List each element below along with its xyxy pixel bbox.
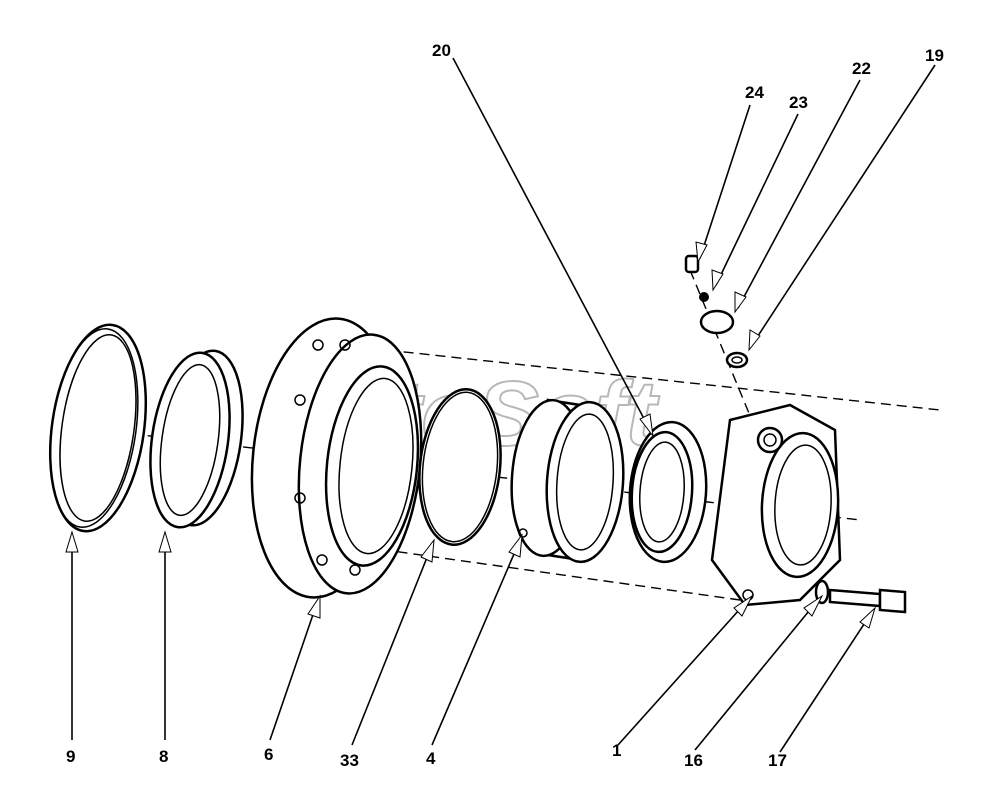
callout-6: 6 bbox=[264, 745, 273, 764]
callout-23: 23 bbox=[789, 93, 808, 112]
part-6-cover-flange bbox=[250, 317, 423, 599]
callout-8: 8 bbox=[159, 747, 168, 766]
callout-19: 19 bbox=[925, 46, 944, 65]
callout-24: 24 bbox=[745, 83, 764, 102]
callout-22: 22 bbox=[852, 59, 871, 78]
part-22-cap bbox=[699, 309, 735, 335]
callout-9: 9 bbox=[66, 747, 75, 766]
callout-16: 16 bbox=[684, 751, 703, 770]
callout-33: 33 bbox=[340, 751, 359, 770]
part-33-o-ring bbox=[418, 388, 502, 546]
callout-1: 1 bbox=[612, 741, 621, 760]
part-4-bushing bbox=[510, 398, 625, 564]
callout-20: 20 bbox=[432, 41, 451, 60]
callout-4: 4 bbox=[426, 749, 436, 768]
assembly-axis-lines bbox=[99, 269, 941, 601]
part-23-washer bbox=[699, 292, 709, 302]
leader-lines bbox=[65, 57, 936, 753]
part-24-plug bbox=[684, 254, 700, 274]
part-17-bolt bbox=[828, 588, 907, 614]
part-1-housing bbox=[710, 403, 842, 607]
callout-labels: 9 8 6 33 4 1 16 17 20 24 23 22 19 bbox=[66, 41, 944, 770]
part-19-seal-ring bbox=[725, 351, 749, 369]
part-9-snap-ring bbox=[48, 323, 148, 533]
part-20-bearing-ring bbox=[628, 420, 708, 564]
part-8-seal bbox=[149, 349, 244, 529]
callout-17: 17 bbox=[768, 751, 787, 770]
